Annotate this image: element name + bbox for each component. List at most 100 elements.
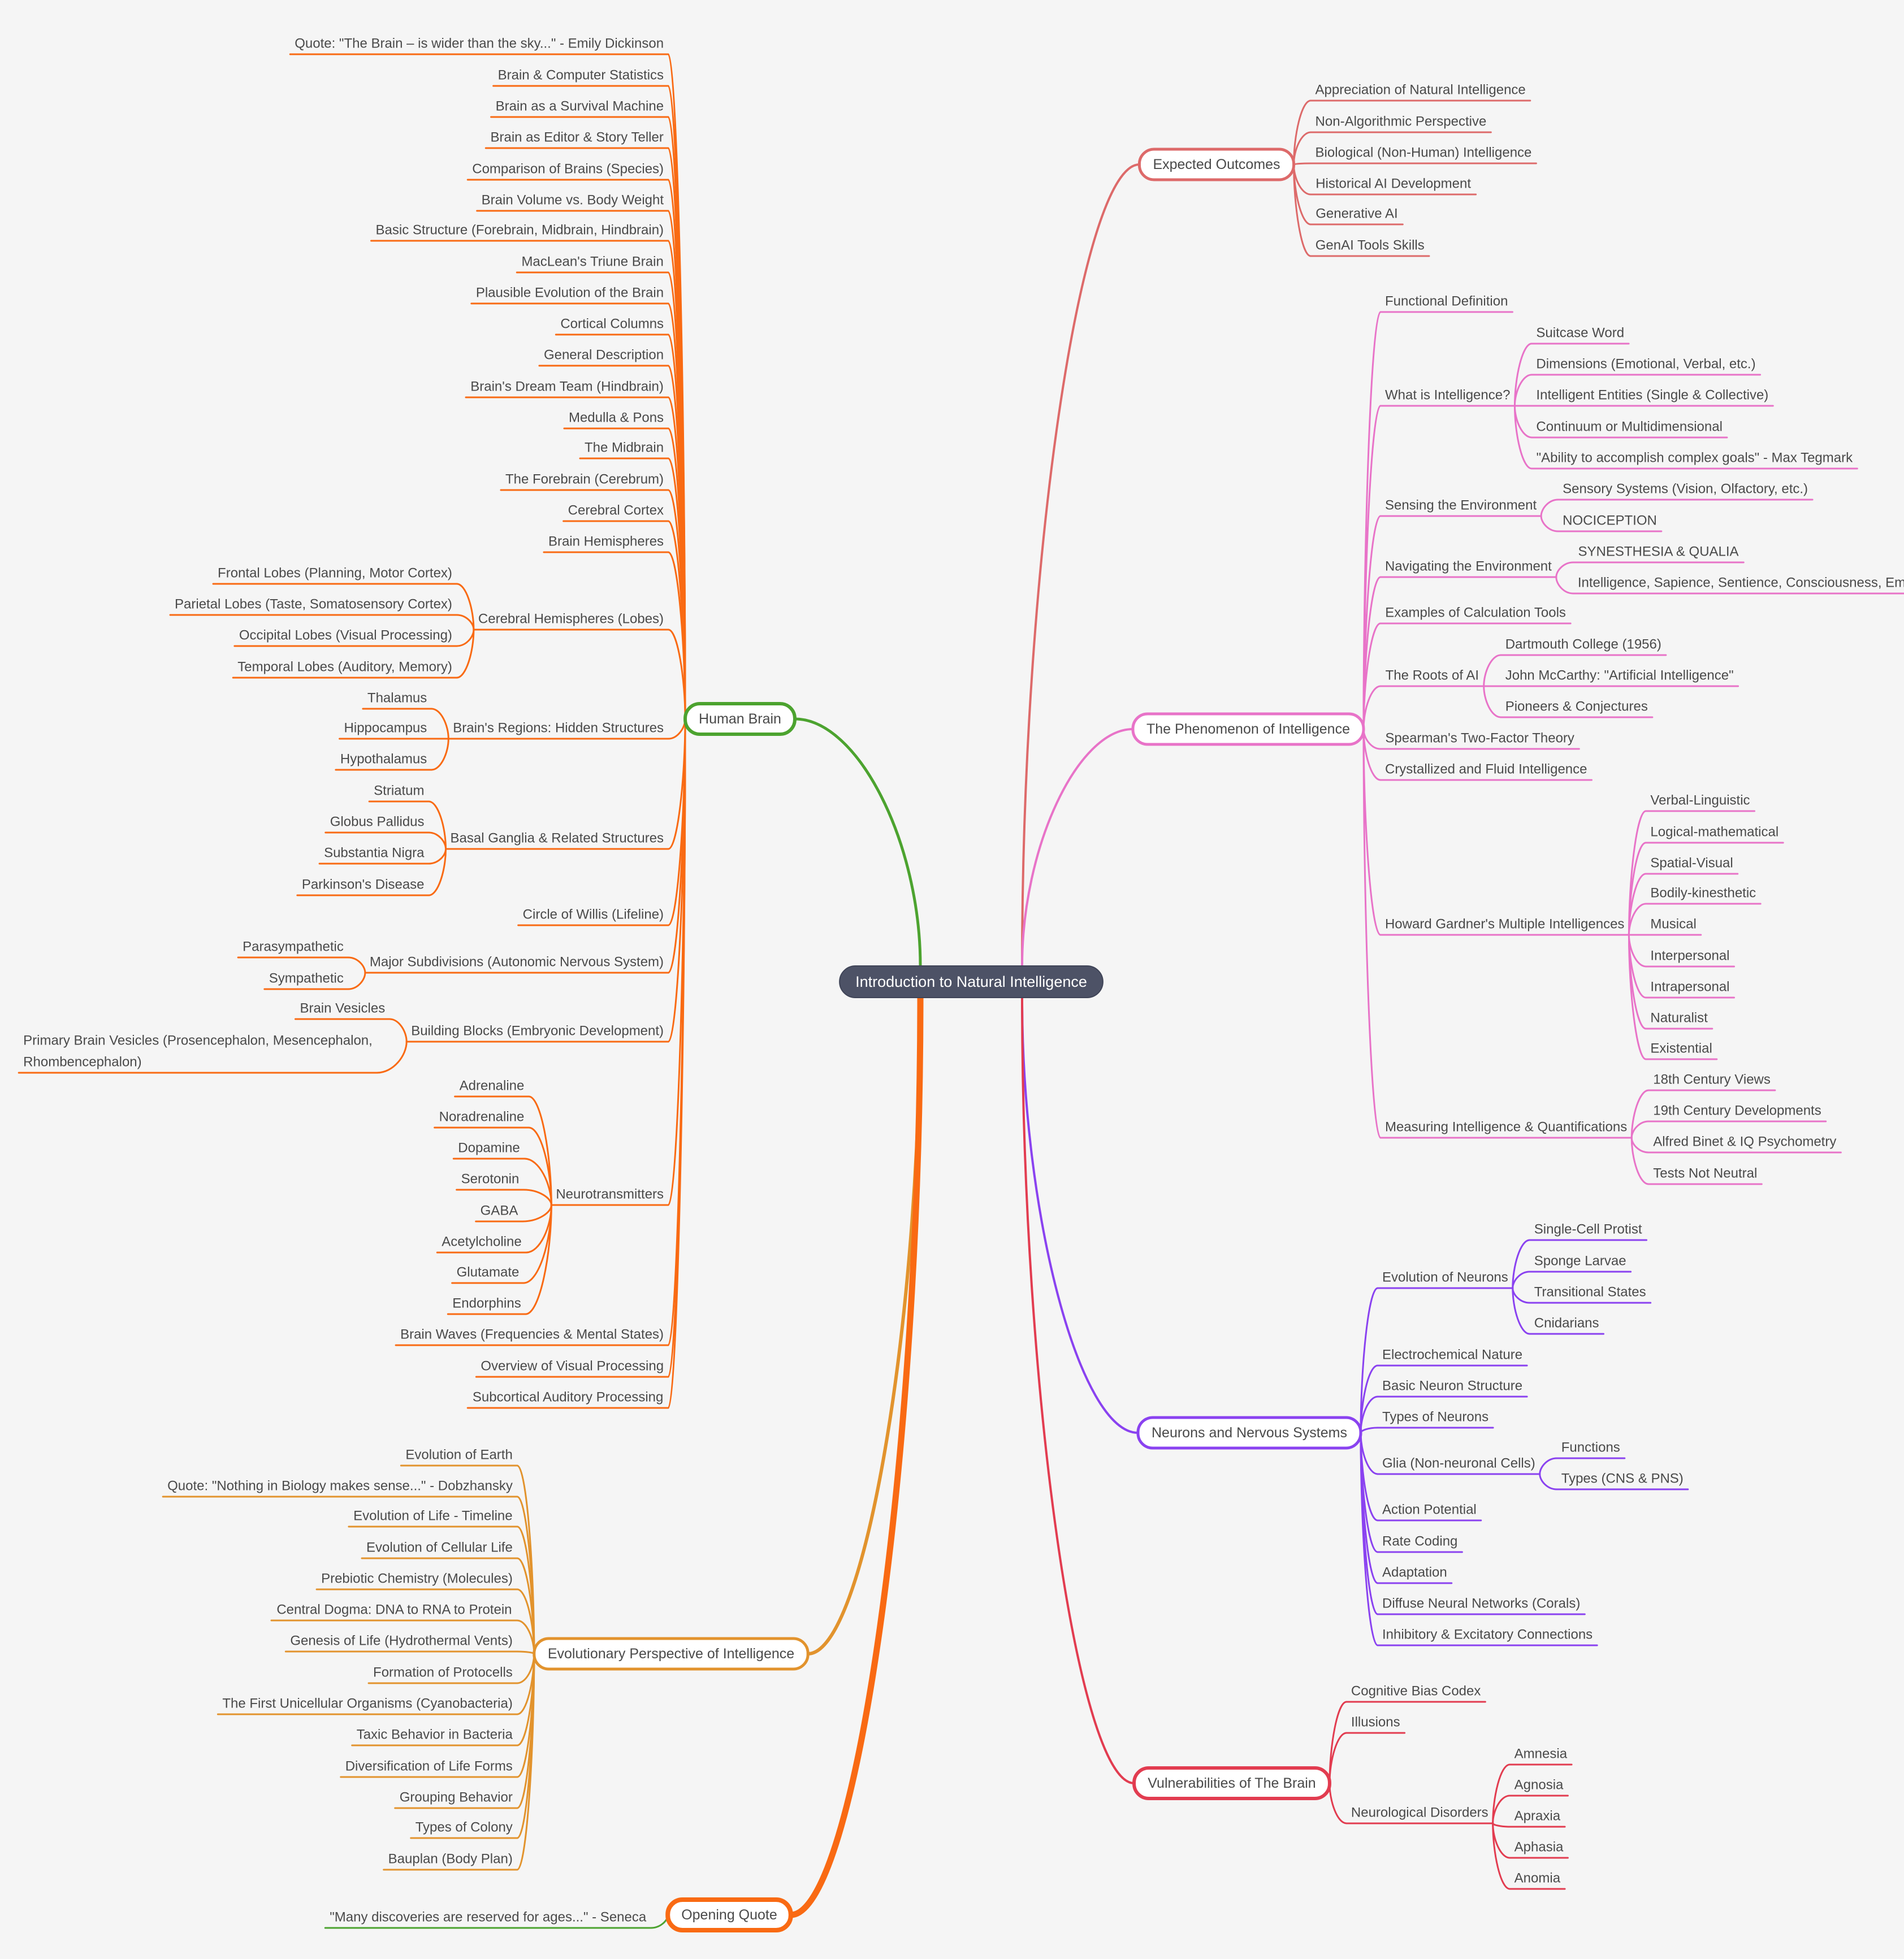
branch-node-label[interactable]: Vulnerabilities of The Brain xyxy=(1148,1775,1316,1791)
node-label[interactable]: Types (CNS & PNS) xyxy=(1561,1471,1684,1486)
node-label[interactable]: GABA xyxy=(481,1203,518,1219)
node-label[interactable]: Thalamus xyxy=(367,691,427,706)
branch-node[interactable] xyxy=(1131,712,1365,746)
node-label[interactable]: Evolution of Life - Timeline xyxy=(353,1509,512,1524)
node-label[interactable]: Bauplan (Body Plan) xyxy=(388,1852,513,1867)
node-label[interactable]: Building Blocks (Embryonic Development) xyxy=(411,1024,664,1039)
node-label[interactable]: Functions xyxy=(1561,1440,1620,1455)
branch-node-label[interactable]: Opening Quote xyxy=(681,1907,777,1923)
node-label[interactable]: Grouping Behavior xyxy=(400,1790,513,1805)
node-label[interactable]: Circle of Willis (Lifeline) xyxy=(523,907,664,922)
node-label[interactable]: Cerebral Cortex xyxy=(568,503,664,518)
node-label[interactable]: Brain Volume vs. Body Weight xyxy=(482,193,664,208)
node-label[interactable]: Major Subdivisions (Autonomic Nervous Sy… xyxy=(370,955,664,970)
node-label[interactable]: Basic Neuron Structure xyxy=(1382,1379,1522,1394)
node-label[interactable]: Intrapersonal xyxy=(1650,980,1729,995)
node-label[interactable]: Serotonin xyxy=(461,1172,520,1187)
node-label[interactable]: Appreciation of Natural Intelligence xyxy=(1316,83,1526,98)
node-label[interactable]: Cognitive Bias Codex xyxy=(1351,1684,1481,1699)
node-label[interactable]: What is Intelligence? xyxy=(1385,388,1510,403)
node-label[interactable]: Intelligence, Sapience, Sentience, Consc… xyxy=(1578,575,1904,591)
node-label[interactable]: The Forebrain (Cerebrum) xyxy=(505,472,664,487)
branch-node[interactable] xyxy=(1132,1766,1331,1800)
node-label[interactable]: Cerebral Hemispheres (Lobes) xyxy=(478,612,664,627)
node-label[interactable]: Existential xyxy=(1650,1041,1712,1056)
node-label[interactable]: Brain Vesicles xyxy=(300,1001,385,1016)
node-label[interactable]: Evolution of Earth xyxy=(405,1447,512,1463)
node-label[interactable]: Tests Not Neutral xyxy=(1653,1166,1757,1181)
node-label[interactable]: Brain Waves (Frequencies & Mental States… xyxy=(400,1327,664,1342)
node-label[interactable]: Navigating the Environment xyxy=(1385,559,1552,574)
node-label[interactable]: Sponge Larvae xyxy=(1534,1254,1626,1269)
node-label[interactable]: Rate Coding xyxy=(1382,1534,1457,1549)
node-label[interactable]: Brain's Regions: Hidden Structures xyxy=(453,721,664,736)
node-label[interactable]: John McCarthy: "Artificial Intelligence" xyxy=(1505,668,1734,683)
node-label[interactable]: 19th Century Developments xyxy=(1653,1103,1821,1119)
node-label[interactable]: Brain & Computer Statistics xyxy=(498,68,664,83)
node-label[interactable]: Pioneers & Conjectures xyxy=(1505,699,1648,714)
node-label[interactable]: Hippocampus xyxy=(344,721,427,736)
node-label[interactable]: Inhibitory & Excitatory Connections xyxy=(1382,1627,1593,1642)
node-label[interactable]: Historical AI Development xyxy=(1316,176,1471,192)
node-label[interactable]: Acetylcholine xyxy=(442,1234,521,1250)
node-label[interactable]: Adrenaline xyxy=(460,1078,525,1094)
node-label[interactable]: Musical xyxy=(1650,917,1696,932)
node-label[interactable]: Sympathetic xyxy=(269,971,344,986)
node-label[interactable]: Glia (Non-neuronal Cells) xyxy=(1382,1456,1535,1471)
node-label[interactable]: Parietal Lobes (Taste, Somatosensory Cor… xyxy=(175,597,452,612)
node-label[interactable]: Neurological Disorders xyxy=(1351,1805,1488,1821)
branch-node[interactable] xyxy=(665,1897,793,1932)
node-label[interactable]: The Midbrain xyxy=(585,440,664,456)
node-label[interactable]: Continuum or Multidimensional xyxy=(1536,419,1722,435)
node-label[interactable]: Naturalist xyxy=(1650,1011,1708,1026)
node-label[interactable]: Endorphins xyxy=(452,1296,521,1311)
node-label[interactable]: SYNESTHESIA & QUALIA xyxy=(1578,544,1738,560)
node-label[interactable]: Striatum xyxy=(374,783,424,799)
node-label[interactable]: Noradrenaline xyxy=(439,1109,525,1125)
branch-node[interactable] xyxy=(533,1637,810,1671)
node-label[interactable]: Dartmouth College (1956) xyxy=(1505,637,1661,652)
node-label[interactable]: GenAI Tools Skills xyxy=(1316,238,1425,253)
node-label[interactable]: Comparison of Brains (Species) xyxy=(472,162,664,177)
node-label[interactable]: Alfred Binet & IQ Psychometry xyxy=(1653,1134,1836,1150)
node-label[interactable]: Evolution of Cellular Life xyxy=(366,1540,513,1555)
node-label[interactable]: Cnidarians xyxy=(1534,1316,1599,1331)
node-label[interactable]: Biological (Non-Human) Intelligence xyxy=(1316,145,1532,161)
node-label[interactable]: Action Potential xyxy=(1382,1502,1477,1518)
branch-node[interactable] xyxy=(683,702,797,736)
node-label[interactable]: Occipital Lobes (Visual Processing) xyxy=(239,628,452,643)
node-label[interactable]: Glutamate xyxy=(457,1265,520,1280)
node-label[interactable]: Suitcase Word xyxy=(1536,326,1624,341)
node-label[interactable]: Howard Gardner's Multiple Intelligences xyxy=(1385,917,1624,932)
node-label[interactable]: Apraxia xyxy=(1514,1809,1561,1824)
branch-node-label[interactable]: Evolutionary Perspective of Intelligence xyxy=(548,1646,794,1662)
node-label[interactable]: Brain's Dream Team (Hindbrain) xyxy=(470,379,664,395)
node-label[interactable]: Aphasia xyxy=(1514,1840,1564,1855)
node-label[interactable]: Cortical Columns xyxy=(560,317,664,332)
node-label[interactable]: Diffuse Neural Networks (Corals) xyxy=(1382,1596,1580,1611)
node-label[interactable]: MacLean's Triune Brain xyxy=(521,254,663,270)
node-label[interactable]: Substantia Nigra xyxy=(324,846,425,861)
node-label[interactable]: Sensing the Environment xyxy=(1385,498,1537,513)
node-label[interactable]: Adaptation xyxy=(1382,1565,1447,1580)
node-label[interactable]: Spearman's Two-Factor Theory xyxy=(1385,731,1574,746)
branch-node-label[interactable]: Human Brain xyxy=(699,711,781,727)
node-label[interactable]: Formation of Protocells xyxy=(373,1665,513,1680)
branch-node-label[interactable]: The Phenomenon of Intelligence xyxy=(1146,721,1350,737)
node-label[interactable]: Brain Hemispheres xyxy=(548,534,664,549)
node-label[interactable]: Central Dogma: DNA to RNA to Protein xyxy=(276,1602,512,1618)
node-label[interactable]: Non-Algorithmic Perspective xyxy=(1316,114,1487,129)
node-label[interactable]: Generative AI xyxy=(1316,206,1397,222)
node-label[interactable]: Parasympathetic xyxy=(243,939,344,955)
node-label[interactable]: Electrochemical Nature xyxy=(1382,1347,1522,1363)
node-label[interactable]: Bodily-kinesthetic xyxy=(1650,886,1756,901)
node-label[interactable]: Measuring Intelligence & Quantifications xyxy=(1385,1120,1627,1135)
node-label[interactable]: Types of Neurons xyxy=(1382,1410,1488,1425)
node-label[interactable]: Quote: "The Brain – is wider than the sk… xyxy=(295,36,664,51)
node-label[interactable]: Intelligent Entities (Single & Collectiv… xyxy=(1536,388,1768,403)
node-label[interactable]: Primary Brain Vesicles (Prosencephalon, … xyxy=(23,1033,373,1070)
root-node[interactable] xyxy=(839,965,1104,998)
node-label[interactable]: General Description xyxy=(544,348,664,363)
node-label[interactable]: Illusions xyxy=(1351,1715,1400,1730)
node-label[interactable]: Globus Pallidus xyxy=(330,814,425,830)
